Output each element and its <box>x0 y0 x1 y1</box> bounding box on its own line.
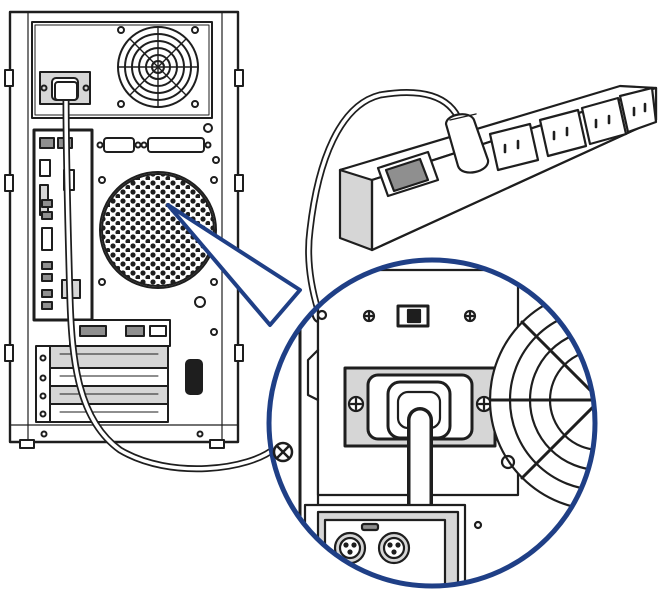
inset-fan-icon <box>488 288 595 512</box>
strip-plug <box>444 113 490 174</box>
power-strip <box>338 84 658 252</box>
serial-port <box>103 137 135 153</box>
magnified-inset <box>266 257 598 589</box>
padlock-loop <box>185 359 203 395</box>
pc-tower <box>4 10 244 449</box>
screw-icon <box>272 441 294 463</box>
callout-pointer <box>166 203 302 327</box>
case-fan-grille <box>98 171 218 289</box>
parallel-port <box>147 137 205 153</box>
outlet-row <box>488 86 658 172</box>
expansion-slots <box>35 319 171 423</box>
power-switch-icon <box>376 150 440 198</box>
power-cord <box>54 81 464 473</box>
inset-border <box>266 257 598 589</box>
psu-fan-icon <box>117 26 199 108</box>
ps2-port-icon <box>377 531 411 565</box>
